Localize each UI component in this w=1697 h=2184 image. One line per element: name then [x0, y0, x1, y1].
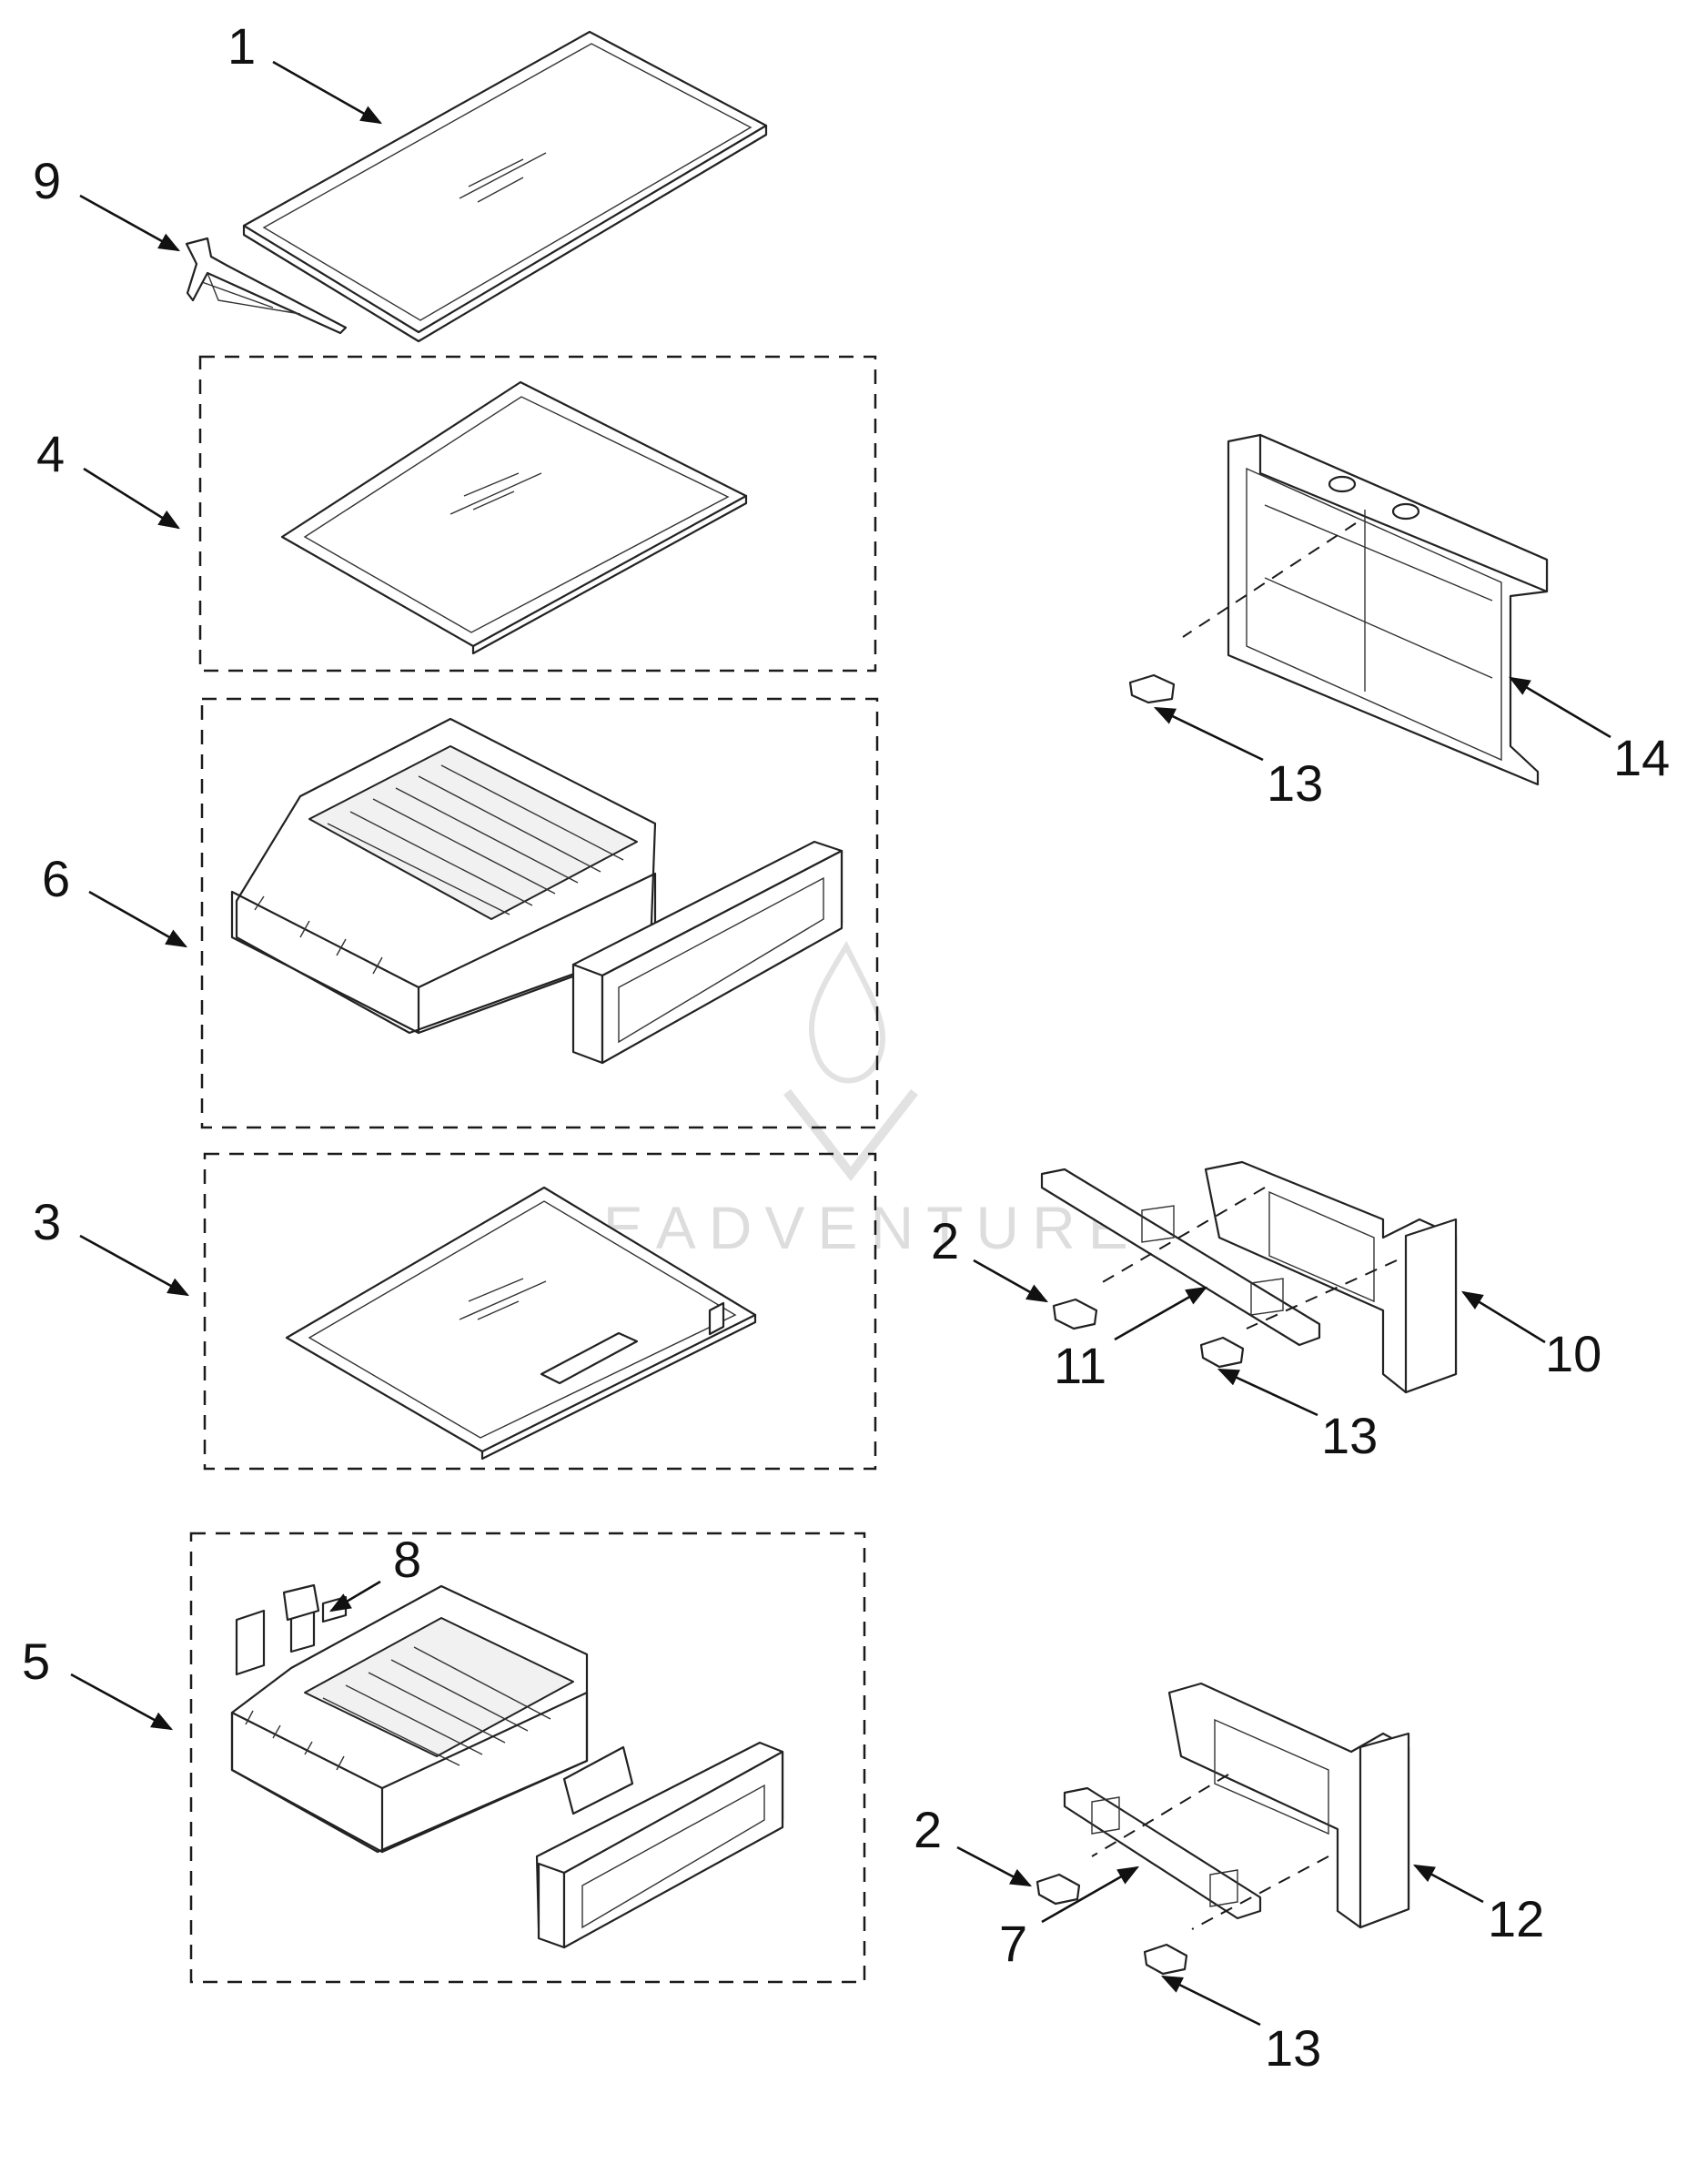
- screw-2a: [1052, 1298, 1098, 1330]
- callout-10: 10: [1545, 1325, 1601, 1382]
- part-6-crisper-pan: [230, 717, 657, 1035]
- arrow-2a: [973, 1259, 1049, 1303]
- arrow-2b: [956, 1845, 1033, 1887]
- part-9-shelf-bracket: [185, 237, 348, 335]
- part-1-glass-shelf: [242, 30, 768, 343]
- callout-2b: 2: [914, 1801, 942, 1858]
- group-box-6: [200, 697, 879, 1129]
- group-box-4: [198, 355, 877, 672]
- callout-5: 5: [22, 1633, 50, 1690]
- callout-4: 4: [36, 425, 65, 482]
- callout-12: 12: [1488, 1890, 1544, 1947]
- fastener-line-13c: [1191, 1855, 1329, 1930]
- part-8-clip: [235, 1583, 320, 1676]
- arrow-13a: [1153, 706, 1264, 762]
- callout-13a: 13: [1267, 754, 1323, 812]
- arrow-3: [79, 1234, 190, 1297]
- arrow-12: [1412, 1864, 1484, 1904]
- callout-9: 9: [33, 152, 61, 209]
- callout-6: 6: [42, 850, 70, 907]
- arrow-7: [1041, 1866, 1140, 1924]
- watermark-text: LEADVENTURE: [557, 1194, 1141, 1261]
- arrow-6: [88, 890, 188, 948]
- part-5-freezer-front: [535, 1741, 784, 1949]
- part-6-crisper-front: [571, 840, 843, 1065]
- part-10-bracket: [1204, 1160, 1458, 1394]
- arrow-5: [70, 1673, 174, 1731]
- part-4-glass-shelf: [280, 380, 748, 655]
- group-box-5: [189, 1532, 866, 1984]
- arrow-10: [1461, 1290, 1546, 1344]
- callout-3: 3: [33, 1193, 61, 1250]
- part-14-cover-panel: [1128, 433, 1549, 786]
- callout-labels: 1 9 4 6 3 5 8 14 13 2 11 10 13 2 7 12 13: [22, 17, 1670, 2077]
- arrow-9: [79, 194, 181, 252]
- arrow-1: [272, 60, 383, 125]
- screw-13b: [1199, 1336, 1245, 1369]
- fastener-line-13b: [1246, 1259, 1398, 1330]
- arrow-11: [1114, 1286, 1208, 1341]
- part-3-glass-shelf-controls: [285, 1186, 757, 1461]
- callout-2a: 2: [931, 1212, 959, 1269]
- callout-1: 1: [227, 17, 256, 75]
- callout-13c: 13: [1265, 2019, 1321, 2077]
- fastener-line-2a: [1100, 1187, 1266, 1284]
- arrow-13b: [1217, 1368, 1318, 1417]
- screw-2b: [1035, 1873, 1081, 1906]
- part-12-bracket: [1167, 1682, 1410, 1929]
- callout-7: 7: [999, 1915, 1027, 1972]
- part-5-freezer-pan: [230, 1584, 589, 1854]
- part-7-slide-rail: [1063, 1786, 1262, 1920]
- callout-11: 11: [1054, 1337, 1106, 1394]
- watermark-logo: LEADVENTURE: [557, 940, 1141, 1261]
- screw-13c: [1143, 1943, 1188, 1976]
- callout-8: 8: [393, 1531, 421, 1588]
- callout-14: 14: [1613, 729, 1670, 786]
- callout-13b: 13: [1321, 1407, 1378, 1464]
- part-11-slide-rail: [1040, 1168, 1321, 1347]
- leader-arrows: [70, 60, 1611, 2027]
- arrow-4: [83, 467, 180, 530]
- arrow-14: [1508, 676, 1611, 739]
- fastener-line-2b: [1091, 1774, 1229, 1857]
- arrow-8: [328, 1580, 381, 1613]
- arrow-13c: [1160, 1975, 1261, 2027]
